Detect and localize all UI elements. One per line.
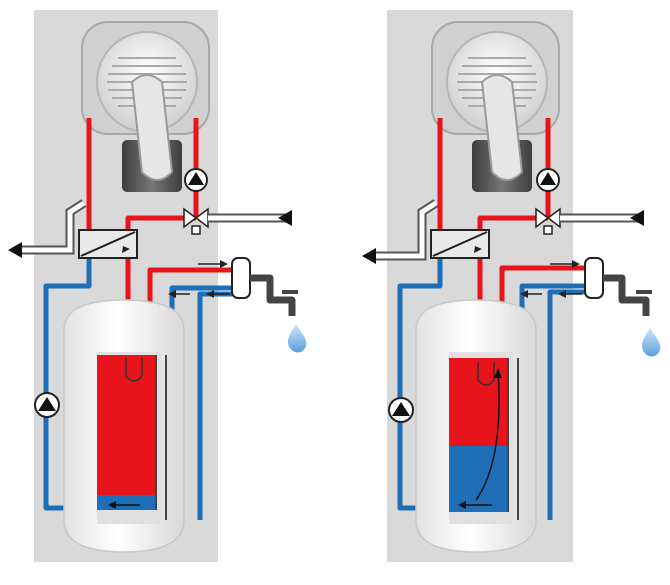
arrow-left-icon [8,242,22,258]
storage-tank-icon [63,299,185,553]
boiler-unit-icon [81,21,210,192]
cold-water-fill [97,495,155,510]
flue-pipe [362,199,439,264]
arrow-left-icon [278,210,292,226]
storage-tank-icon [415,299,537,553]
circulation-pump-icon [388,397,414,423]
heat-exchanger-icon [78,229,138,259]
water-drop-icon [642,328,661,357]
flue-pipe [8,199,87,258]
heat-exchanger-icon [430,229,490,259]
circulation-pump-icon [34,392,60,418]
hot-pipes [437,118,585,312]
three-way-valve-icon [183,207,209,235]
circulation-pump-icon [184,168,208,192]
cold-water-fill [449,446,507,512]
flow-sensor-icon [520,257,604,299]
arrow-left-icon [362,248,376,264]
circulation-pump-icon [536,168,560,192]
cold-inlet-pipe [560,210,644,226]
hot-water-fill [97,355,155,495]
water-drop-icon [288,324,307,353]
cold-inlet-pipe [208,210,292,226]
water-tap-icon [250,274,298,316]
panel-right [362,10,661,562]
water-tap-icon [603,274,652,316]
arrow-left-icon [630,210,644,226]
boiler-unit-icon [431,21,560,192]
panel-left [8,10,307,562]
